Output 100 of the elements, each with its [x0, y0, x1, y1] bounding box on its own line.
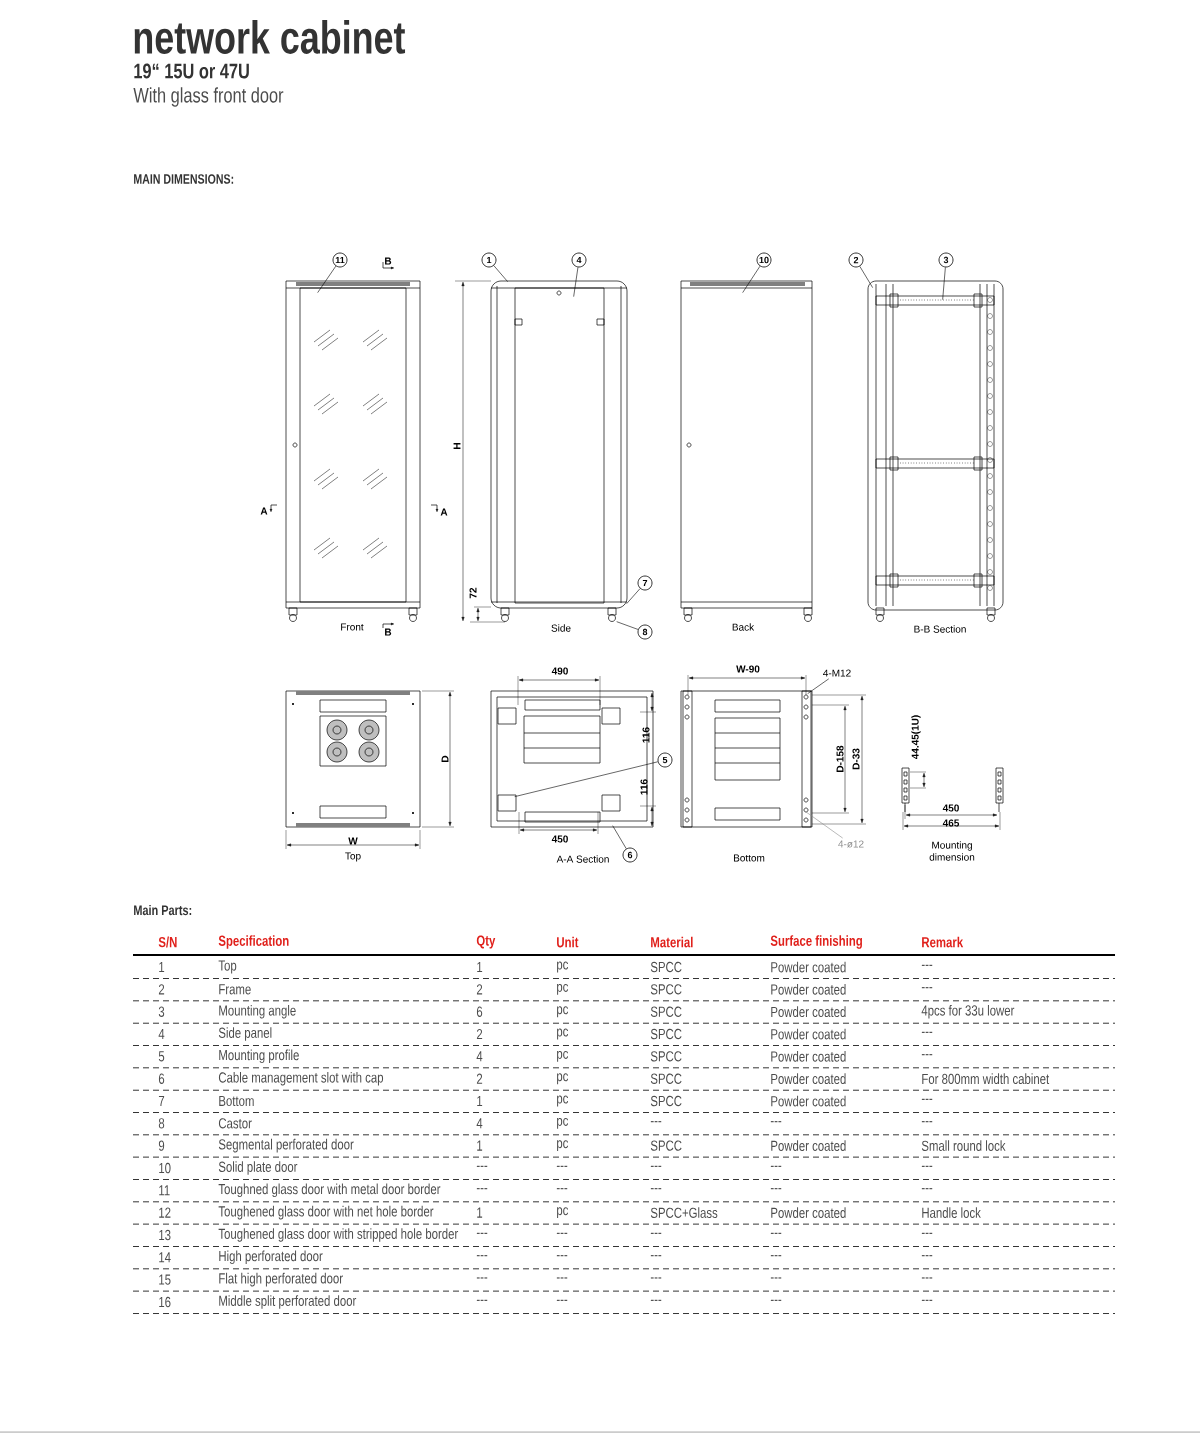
table-cell: SPCC	[650, 1006, 682, 1017]
table-cell: ---	[770, 1188, 782, 1190]
table-cell: ---	[476, 1232, 488, 1234]
table-cell: Mounting angle	[219, 1004, 296, 1019]
table-cell: pc	[557, 1095, 569, 1107]
column-header: Qty	[476, 935, 496, 949]
section-letter: B	[385, 628, 392, 636]
table-cell: pc	[557, 983, 569, 995]
view-caption: Front	[341, 623, 364, 631]
table-cell: ---	[921, 1232, 933, 1234]
table-cell: Middle split perforated door	[219, 1295, 357, 1309]
dimension-text: D-158	[836, 745, 844, 772]
table-cell: ---	[556, 1232, 568, 1234]
table-cell: ---	[921, 1255, 933, 1257]
dimension-text: D	[441, 755, 449, 762]
table-cell: 12	[159, 1207, 171, 1218]
section-letter: B	[385, 257, 392, 265]
table-cell: ---	[921, 1277, 933, 1279]
callout-number: 7	[637, 575, 653, 591]
table-cell: Castor	[218, 1118, 252, 1129]
table-cell: Handle lock	[922, 1207, 981, 1218]
callout-number: 1	[481, 252, 497, 268]
table-cell: ---	[476, 1165, 488, 1167]
table-cell: For 800mm width cabinet	[922, 1073, 1050, 1085]
table-cell: ---	[556, 1165, 568, 1167]
table-cell: Side panel	[218, 1027, 272, 1041]
table-cell: 2	[158, 984, 165, 995]
table-cell: Powder coated	[771, 1050, 846, 1062]
dimension-text: D-33	[852, 748, 860, 770]
table-cell: ---	[770, 1299, 782, 1301]
table-cell: Flat high perforated door	[219, 1272, 343, 1287]
callout-number: 6	[622, 847, 638, 863]
view-caption: Side	[551, 624, 571, 632]
table-cell: Powder coated	[771, 1140, 846, 1151]
table-cell: ---	[476, 1277, 488, 1279]
table-cell: Powder coated	[771, 961, 846, 973]
table-cell: SPCC	[650, 961, 682, 973]
column-header: Remark	[922, 936, 964, 948]
table-cell: Powder coated	[771, 1073, 846, 1085]
table-cell: 10	[159, 1162, 171, 1174]
dimension-text: 44.45(1U)	[911, 715, 921, 760]
table-cell: 7	[158, 1096, 165, 1107]
table-cell: 2	[476, 1073, 483, 1084]
leader-line	[616, 621, 639, 630]
table-cell: SPCC+Glass	[650, 1207, 718, 1218]
view-caption: A-A Section	[556, 855, 609, 863]
section-letter: A	[440, 508, 448, 516]
table-cell: ---	[556, 1255, 568, 1257]
dimension-text: 450	[942, 804, 959, 812]
table-cell: ---	[650, 1277, 662, 1279]
back-view-drawing	[680, 280, 813, 622]
table-cell: ---	[770, 1255, 782, 1257]
top-view-drawing	[285, 690, 421, 828]
table-cell: pc	[557, 1006, 569, 1018]
table-cell: pc	[557, 1050, 569, 1062]
table-cell: 3	[158, 1006, 165, 1017]
subtitle: 19“ 15U or 47U	[134, 63, 249, 79]
table-cell: ---	[770, 1121, 782, 1123]
table-cell: Solid plate door	[218, 1161, 298, 1175]
table-cell: 5	[158, 1051, 165, 1062]
callout-number: 10	[756, 252, 772, 268]
table-cell: High perforated door	[219, 1250, 323, 1265]
callout-number: 11	[332, 252, 348, 268]
table-cell: ---	[921, 1121, 933, 1123]
table-cell: 4	[158, 1029, 165, 1040]
section-letter: A	[260, 507, 268, 515]
table-cell: pc	[557, 1207, 569, 1219]
table-cell: Frame	[219, 984, 251, 995]
title: network cabinet	[134, 20, 406, 54]
table-cell: Top	[218, 960, 237, 974]
table-cell: ---	[921, 1165, 933, 1167]
table-cell: ---	[650, 1299, 662, 1301]
callout-number: 8	[637, 624, 653, 640]
callout-number: 4	[571, 252, 587, 268]
table-cell: pc	[557, 1117, 569, 1129]
table-cell: 1	[477, 1207, 483, 1218]
side-view-drawing	[490, 280, 628, 622]
table-cell: ---	[921, 964, 933, 966]
leader-line	[317, 265, 337, 293]
leader-line	[514, 761, 659, 797]
section-view-drawing	[867, 280, 1004, 622]
mounting-rail-drawing	[901, 767, 1004, 813]
table-cell: pc	[557, 1140, 569, 1152]
table-cell: Toughened glass door with stripped hole border	[218, 1228, 459, 1242]
table-cell: ---	[770, 1165, 782, 1167]
column-header: Material	[651, 936, 693, 948]
section-view-drawing	[490, 690, 654, 828]
table-cell: 9	[158, 1140, 165, 1151]
table-cell: SPCC	[650, 1073, 682, 1084]
table-cell: Toughned glass door with metal door border	[218, 1183, 441, 1198]
table-cell: SPCC	[650, 984, 682, 995]
dimension-text: W-90	[736, 665, 760, 673]
table-cell: 4pcs for 33u lower	[921, 1004, 1015, 1019]
table-cell: pc	[557, 1028, 569, 1040]
table-cell: Powder coated	[771, 983, 846, 995]
section-heading: MAIN DIMENSIONS:	[134, 174, 234, 184]
dimension-text: 116	[642, 727, 650, 743]
subtitle: With glass front door	[133, 87, 284, 107]
table-cell: ---	[921, 987, 933, 989]
callout-text: 4-ø12	[838, 840, 864, 848]
